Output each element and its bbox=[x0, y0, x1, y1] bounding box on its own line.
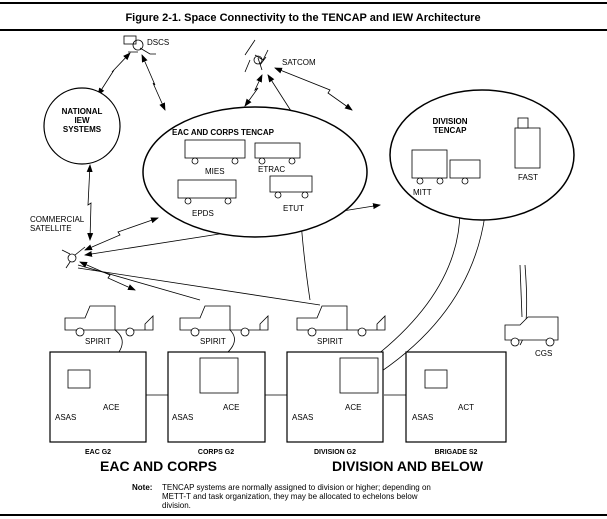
satcom-label: SATCOM bbox=[282, 58, 316, 67]
national-label-2: IEW bbox=[74, 116, 90, 125]
national-iew-systems-node bbox=[43, 87, 121, 165]
commercial-satellite-icon bbox=[61, 246, 86, 269]
figure-title: Figure 2-1. Space Connectivity to the TE… bbox=[125, 12, 480, 24]
division-tencap-label-1: DIVISION bbox=[432, 117, 467, 126]
tencap-vehicles-icon bbox=[177, 139, 313, 205]
etrac-label: ETRAC bbox=[258, 165, 285, 174]
ace-label: ACE bbox=[345, 403, 361, 412]
asas-label: ASAS bbox=[55, 413, 76, 422]
workstation-icon bbox=[199, 357, 239, 394]
group-label-eac-corps: EAC AND CORPS bbox=[100, 458, 217, 474]
ace-label: ACE bbox=[103, 403, 119, 412]
ace-label: ACE bbox=[223, 403, 239, 412]
echelon-division-g2: ASAS ACE bbox=[286, 351, 384, 443]
workstation-icon bbox=[424, 369, 448, 389]
asas-label: ASAS bbox=[292, 413, 313, 422]
corps-g2-label: CORPS G2 bbox=[198, 449, 234, 456]
spirit-label-2: SPIRIT bbox=[200, 337, 226, 346]
cgs-label: CGS bbox=[535, 349, 552, 358]
dscs-satellite-icon bbox=[123, 35, 156, 55]
fast-label: FAST bbox=[518, 173, 538, 182]
national-label-1: NATIONAL bbox=[62, 107, 103, 116]
commercial-satellite-label-2: SATELLITE bbox=[30, 224, 72, 233]
note-line-2: METT-T and task organization, they may b… bbox=[162, 492, 418, 501]
spirit-label-1: SPIRIT bbox=[85, 337, 111, 346]
mitt-fast-icon bbox=[411, 117, 541, 185]
national-label-3: SYSTEMS bbox=[63, 125, 102, 134]
eac-g2-label: EAC G2 bbox=[85, 449, 111, 456]
satcom-satellite-icon bbox=[244, 39, 269, 73]
note-label: Note: bbox=[132, 483, 152, 492]
echelon-corps-g2: ASAS ACE bbox=[167, 351, 266, 443]
act-label: ACT bbox=[458, 403, 474, 412]
mitt-label: MITT bbox=[413, 188, 432, 197]
division-tencap-label-2: TENCAP bbox=[434, 126, 468, 135]
note-line-3: division. bbox=[162, 501, 191, 510]
echelon-brigade-s2: ASAS ACT bbox=[405, 351, 507, 443]
eac-corps-tencap-node bbox=[142, 106, 368, 238]
mies-label: MIES bbox=[205, 167, 225, 176]
group-label-division-below: DIVISION AND BELOW bbox=[332, 458, 484, 474]
dscs-label: DSCS bbox=[147, 38, 169, 47]
communication-links bbox=[77, 52, 528, 396]
spirit-label-3: SPIRIT bbox=[317, 337, 343, 346]
asas-label: ASAS bbox=[412, 413, 433, 422]
epds-label: EPDS bbox=[192, 209, 214, 218]
spirit-vehicle-icons bbox=[64, 264, 559, 347]
division-g2-label: DIVISION G2 bbox=[314, 449, 356, 456]
workstation-icon bbox=[67, 369, 91, 389]
brigade-s2-label: BRIGADE S2 bbox=[435, 449, 478, 456]
workstation-icon bbox=[339, 357, 379, 394]
echelon-eac-g2: ASAS ACE bbox=[49, 351, 147, 443]
etut-label: ETUT bbox=[283, 204, 304, 213]
asas-label: ASAS bbox=[172, 413, 193, 422]
note-line-1: TENCAP systems are normally assigned to … bbox=[162, 483, 431, 492]
eac-tencap-title: EAC AND CORPS TENCAP bbox=[172, 128, 275, 137]
commercial-satellite-label-1: COMMERCIAL bbox=[30, 215, 85, 224]
